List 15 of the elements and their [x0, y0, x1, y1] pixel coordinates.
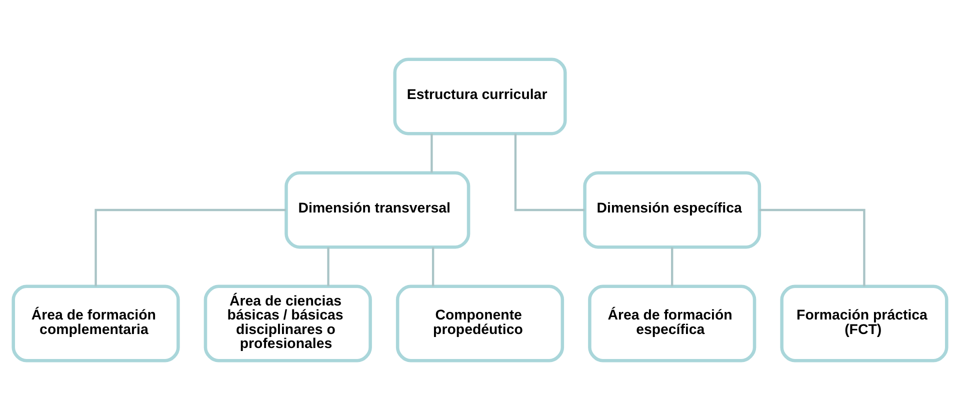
node-box: Componente propedéutico: [396, 284, 564, 362]
node-box: Formación práctica (FCT): [780, 284, 948, 362]
connector: [671, 247, 674, 286]
connector: [327, 247, 330, 286]
connector: [514, 134, 585, 212]
connector: [430, 134, 433, 173]
connector: [759, 208, 866, 286]
node-box: Área de ciencias básicas / básicas disciplinares o profesionales: [204, 284, 372, 362]
node-box: Área de formación complementaria: [12, 284, 180, 362]
node-box: Dimensión transversal: [284, 171, 470, 249]
node-box: Dimensión específica: [583, 171, 762, 249]
node-box: Estructura curricular: [393, 58, 567, 136]
connector: [432, 247, 434, 286]
node-box: Área de formación específica: [588, 284, 756, 362]
connector: [94, 208, 286, 286]
